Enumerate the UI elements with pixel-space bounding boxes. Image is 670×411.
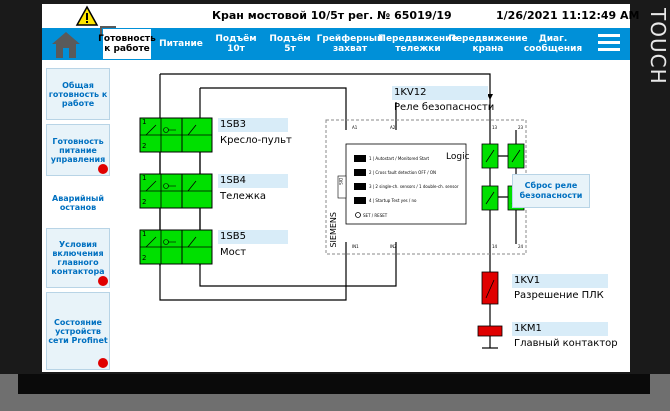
alarm-indicator	[98, 276, 108, 286]
contact-number: 2	[142, 198, 147, 206]
contact-number: 1	[142, 174, 147, 182]
terminal-label: 13	[492, 125, 498, 130]
tab-readiness[interactable]: Готовность к работе	[98, 28, 156, 60]
terminal-label: A2	[390, 125, 396, 130]
hmi-screen: Кран мостовой 10/5т рег. № 65019/19 1/26…	[42, 4, 639, 372]
alarm-indicator	[98, 358, 108, 368]
tab-hoist-5t[interactable]: Подъём 5т	[269, 34, 311, 54]
module-side-label: DIS	[338, 178, 343, 185]
switch-tag: 1SB4	[220, 175, 246, 186]
contact-number: 2	[142, 254, 147, 262]
bezel-bottom	[0, 374, 670, 411]
switch-1sb4[interactable]	[139, 173, 183, 209]
module-brand: SIEMENS	[329, 212, 338, 248]
module-option: 1 | Autostart / Monitored Start	[369, 156, 430, 161]
sidebar-item-main-contactor[interactable]: Условия включения главного контактора	[46, 228, 110, 288]
tab-grab[interactable]: Грейферный захват	[316, 34, 384, 54]
sidebar-item-label: Условия включения главного контактора	[51, 240, 105, 276]
terminal-label: IN2	[390, 244, 397, 249]
switch-tag: 1SB3	[220, 119, 246, 130]
module-set-reset: SET / RESET	[363, 213, 388, 218]
reset-safety-relay-button[interactable]: Сброс реле безопасности	[512, 174, 590, 208]
terminal-label: IN1	[352, 244, 359, 249]
output-name: Главный контактор	[514, 338, 618, 349]
datetime-display: 1/26/2021 11:12:49 AM	[496, 9, 640, 22]
page-title: Кран мостовой 10/5т рег. № 65019/19	[212, 9, 452, 22]
switch-name: Мост	[220, 247, 247, 258]
module-option: 3 | 2 single-ch. sensors / 1 double-ch. …	[369, 184, 459, 189]
sidebar-item-label: Аварийный останов	[52, 194, 104, 212]
sidebar-item-profinet[interactable]: Состояние устройств сети Profinet	[46, 292, 110, 370]
arrow-down-icon	[487, 94, 493, 100]
home-icon[interactable]	[50, 28, 82, 60]
sidebar-item-label: Готовность питание управления	[50, 136, 106, 164]
sidebar-item-label: Общая готовность к работе	[48, 80, 108, 108]
sidebar-item-emergency-stop[interactable]: Аварийный останов	[46, 180, 110, 226]
terminal-label: 24	[518, 244, 524, 249]
sidebar-item-general[interactable]: Общая готовность к работе	[46, 68, 110, 120]
output-tag: 1KM1	[514, 323, 542, 334]
switch-name: Тележка	[220, 191, 266, 202]
top-bar	[42, 4, 630, 28]
switch-1sb3[interactable]	[139, 117, 183, 153]
output-tag: 1KV1	[514, 275, 541, 286]
switch-1sb5b	[181, 229, 213, 265]
bezel-brand: TOUCH	[646, 8, 670, 85]
tab-diag-messages[interactable]: Диаг. сообщения	[523, 34, 583, 54]
contact-number: 2	[142, 142, 147, 150]
tab-power[interactable]: Питание	[159, 39, 203, 49]
main-contactor-1km1	[477, 325, 503, 349]
module-logic-label: Logic	[446, 152, 470, 162]
output-name: Разрешение ПЛК	[514, 290, 604, 301]
plc-enable-relay-1kv1	[481, 271, 499, 305]
terminal-label: 23	[518, 125, 524, 130]
relay-name: Реле безопасности	[394, 102, 495, 113]
contact-number: 1	[142, 118, 147, 126]
alarm-indicator	[98, 164, 108, 174]
switch-1sb3b	[181, 117, 213, 153]
terminal-label: A1	[352, 125, 358, 130]
switch-1sb4b	[181, 173, 213, 209]
relay-tag: 1KV12	[394, 87, 427, 98]
relay-contact-13-14	[481, 143, 499, 211]
terminal-label: 14	[492, 244, 498, 249]
sidebar-item-power-control[interactable]: Готовность питание управления	[46, 124, 110, 176]
menu-icon[interactable]	[598, 34, 620, 54]
contact-number: 1	[142, 230, 147, 238]
module-option: 4 | Startup Test yes / no	[369, 198, 417, 203]
safety-circuit-diagram	[139, 73, 527, 349]
module-option: 2 | Cross fault detection OFF / ON	[369, 170, 436, 175]
switch-name: Кресло-пульт	[220, 135, 292, 146]
warning-icon[interactable]	[75, 5, 99, 26]
tab-trolley-travel[interactable]: Передвижение тележки	[378, 34, 458, 54]
tab-crane-travel[interactable]: Передвижение крана	[448, 34, 528, 54]
tab-hoist-10t[interactable]: Подъём 10т	[215, 34, 257, 54]
switch-tag: 1SB5	[220, 231, 246, 242]
switch-1sb5[interactable]	[139, 229, 183, 265]
sidebar-item-label: Состояние устройств сети Profinet	[48, 317, 108, 345]
